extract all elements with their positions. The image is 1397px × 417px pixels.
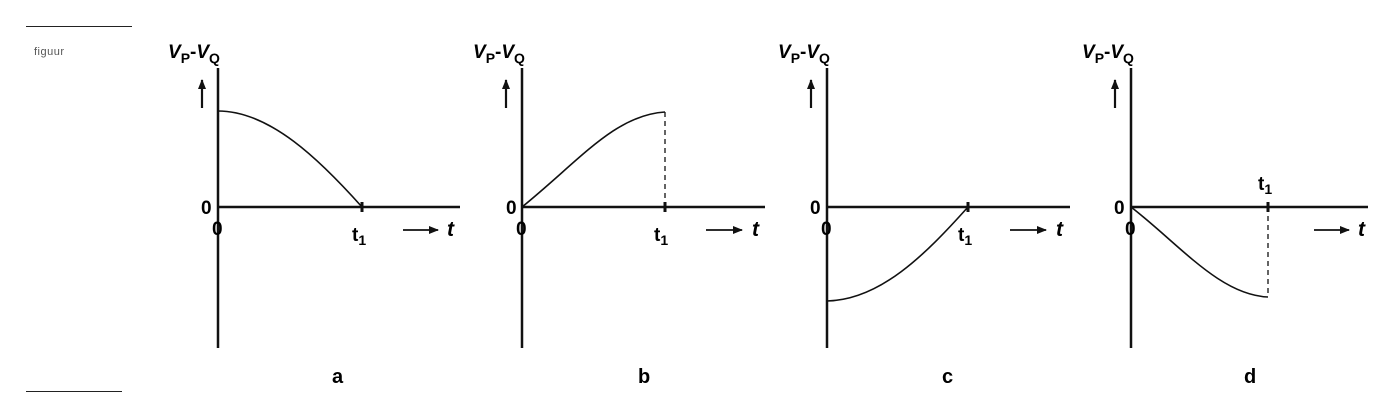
graph-d-x-axis-var: t (1358, 218, 1366, 241)
graph-b-curve (521, 111, 666, 208)
figure-caption: figuur (34, 46, 65, 58)
graph-d-y-axis-label: VP-VQ (1082, 42, 1134, 66)
graph-c-origin-y-label: 0 (810, 198, 821, 219)
top-rule (26, 26, 132, 27)
graph-b-label: b (638, 366, 650, 388)
graph-d-label: d (1244, 366, 1256, 388)
graph-b-origin-y-label: 0 (506, 198, 517, 219)
graph-d-curve (1130, 206, 1269, 298)
bottom-rule (26, 391, 122, 392)
graph-a-curve (217, 110, 363, 208)
graph-a-label: a (332, 366, 344, 388)
graph-d-origin-y-label: 0 (1114, 198, 1125, 219)
graph-c-curve (826, 206, 969, 302)
graph-b-t1-label: t1 (654, 225, 668, 248)
graph-a-origin-y-label: 0 (201, 198, 212, 219)
graph-b-x-axis-var: t (752, 218, 760, 241)
graph-a-y-axis-label: VP-VQ (168, 42, 220, 66)
graph-b-origin-x-label: 0 (516, 219, 527, 240)
graph-c-label: c (942, 366, 953, 388)
graph-c-y-axis-label: VP-VQ (778, 42, 830, 66)
graph-a-origin-x-label: 0 (212, 219, 223, 240)
graph-d-origin-x-label: 0 (1125, 219, 1136, 240)
graph-d: VP-VQ 0 0 t1 t d (1082, 42, 1368, 388)
graph-b: VP-VQ 0 0 t1 t b (473, 42, 765, 388)
graph-c-x-axis-var: t (1056, 218, 1064, 241)
graph-c-origin-x-label: 0 (821, 219, 832, 240)
graph-c: VP-VQ 0 0 t1 t c (778, 42, 1070, 388)
graph-d-t1-label: t1 (1258, 174, 1272, 197)
graph-a-x-axis-var: t (447, 218, 455, 241)
graph-b-y-axis-label: VP-VQ (473, 42, 525, 66)
graph-a-t1-label: t1 (352, 225, 366, 248)
graph-c-t1-label: t1 (958, 225, 972, 248)
graph-a: VP-VQ 0 0 t1 t a (168, 42, 460, 388)
